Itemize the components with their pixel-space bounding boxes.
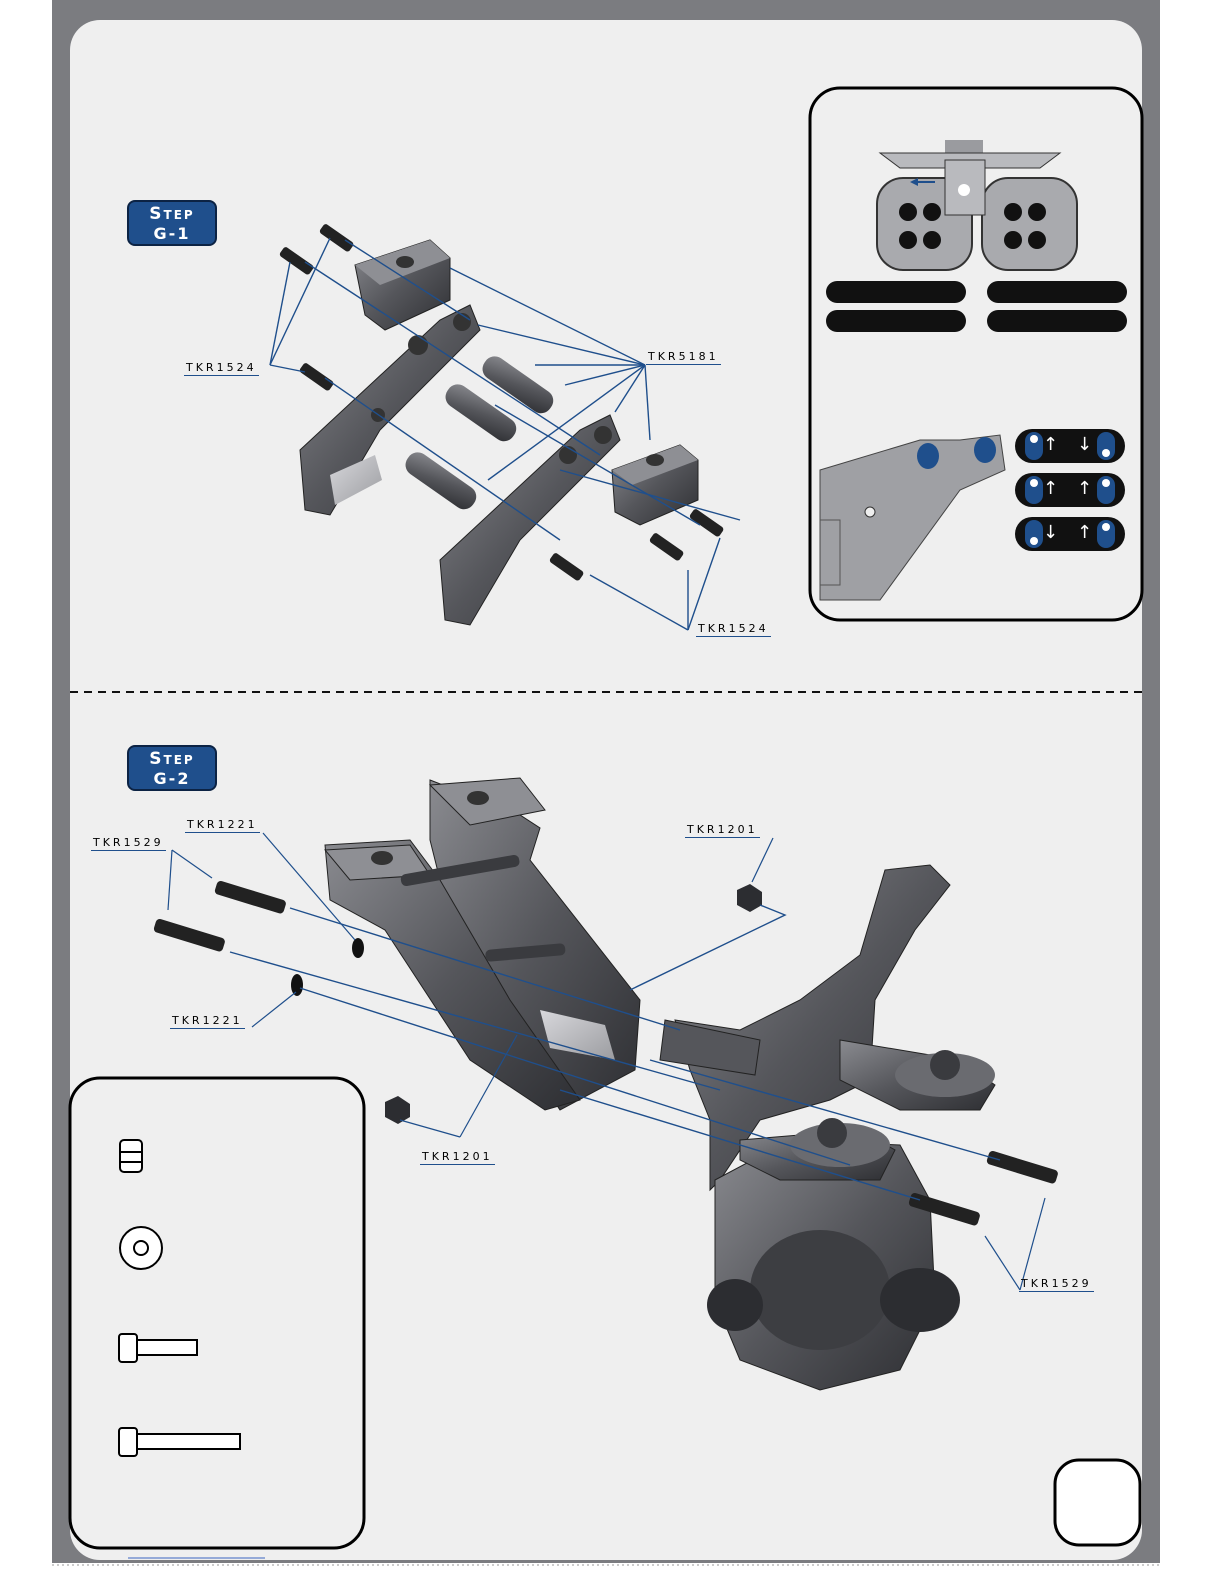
arrow-down-icon: ↓ [1077, 435, 1092, 455]
switch-hole [1025, 520, 1043, 548]
step-g1-word: Step [129, 205, 215, 224]
hardware-key-box [70, 1078, 364, 1548]
label-tkr1524-left: TKR1524 [184, 361, 259, 376]
arrow-up-icon: ↑ [1077, 479, 1092, 499]
step-g2-badge: Step G-2 [127, 745, 217, 791]
arrow-up-icon: ↑ [1077, 523, 1092, 543]
arrow-up-icon: ↑ [1043, 435, 1058, 455]
inset-bar-1 [826, 281, 966, 303]
switch-dot [1030, 479, 1038, 487]
label-tkr1529-left: TKR1529 [91, 836, 166, 851]
arrow-up-icon: ↑ [1043, 479, 1058, 499]
step-g1-number: G-1 [129, 224, 215, 243]
inset-bar-4 [987, 310, 1127, 332]
locknut-icon [120, 1140, 142, 1172]
switch-hole [1097, 476, 1115, 504]
label-tkr1529-right: TKR1529 [1019, 1277, 1094, 1292]
label-tkr1221-top: TKR1221 [185, 818, 260, 833]
inset-orientation-switch: ↓↑ [1015, 517, 1125, 551]
label-tkr1524-bottom: TKR1524 [696, 622, 771, 637]
switch-dot [1030, 537, 1038, 545]
inset-bar-3 [826, 310, 966, 332]
switch-dot [1030, 435, 1038, 443]
washer-icon [120, 1227, 162, 1269]
switch-hole [1097, 432, 1115, 460]
step-g1-badge: Step G-1 [127, 200, 217, 246]
arrow-down-icon: ↓ [1043, 523, 1058, 543]
switch-dot [1102, 449, 1110, 457]
switch-hole [1025, 432, 1043, 460]
label-tkr1201-bottom: TKR1201 [420, 1150, 495, 1165]
switch-hole [1025, 476, 1043, 504]
inset-bar-2 [987, 281, 1127, 303]
inset-orientation-switch: ↑↓ [1015, 429, 1125, 463]
inset-orientation-switch: ↑↑ [1015, 473, 1125, 507]
label-tkr1221-bottom: TKR1221 [170, 1014, 245, 1029]
page-number-box [1055, 1460, 1140, 1545]
switch-dot [1102, 479, 1110, 487]
switch-hole [1097, 520, 1115, 548]
switch-dot [1102, 523, 1110, 531]
label-tkr1201-top: TKR1201 [685, 823, 760, 838]
label-tkr5181: TKR5181 [646, 350, 721, 365]
step-g2-word: Step [129, 750, 215, 769]
step-g2-number: G-2 [129, 769, 215, 788]
